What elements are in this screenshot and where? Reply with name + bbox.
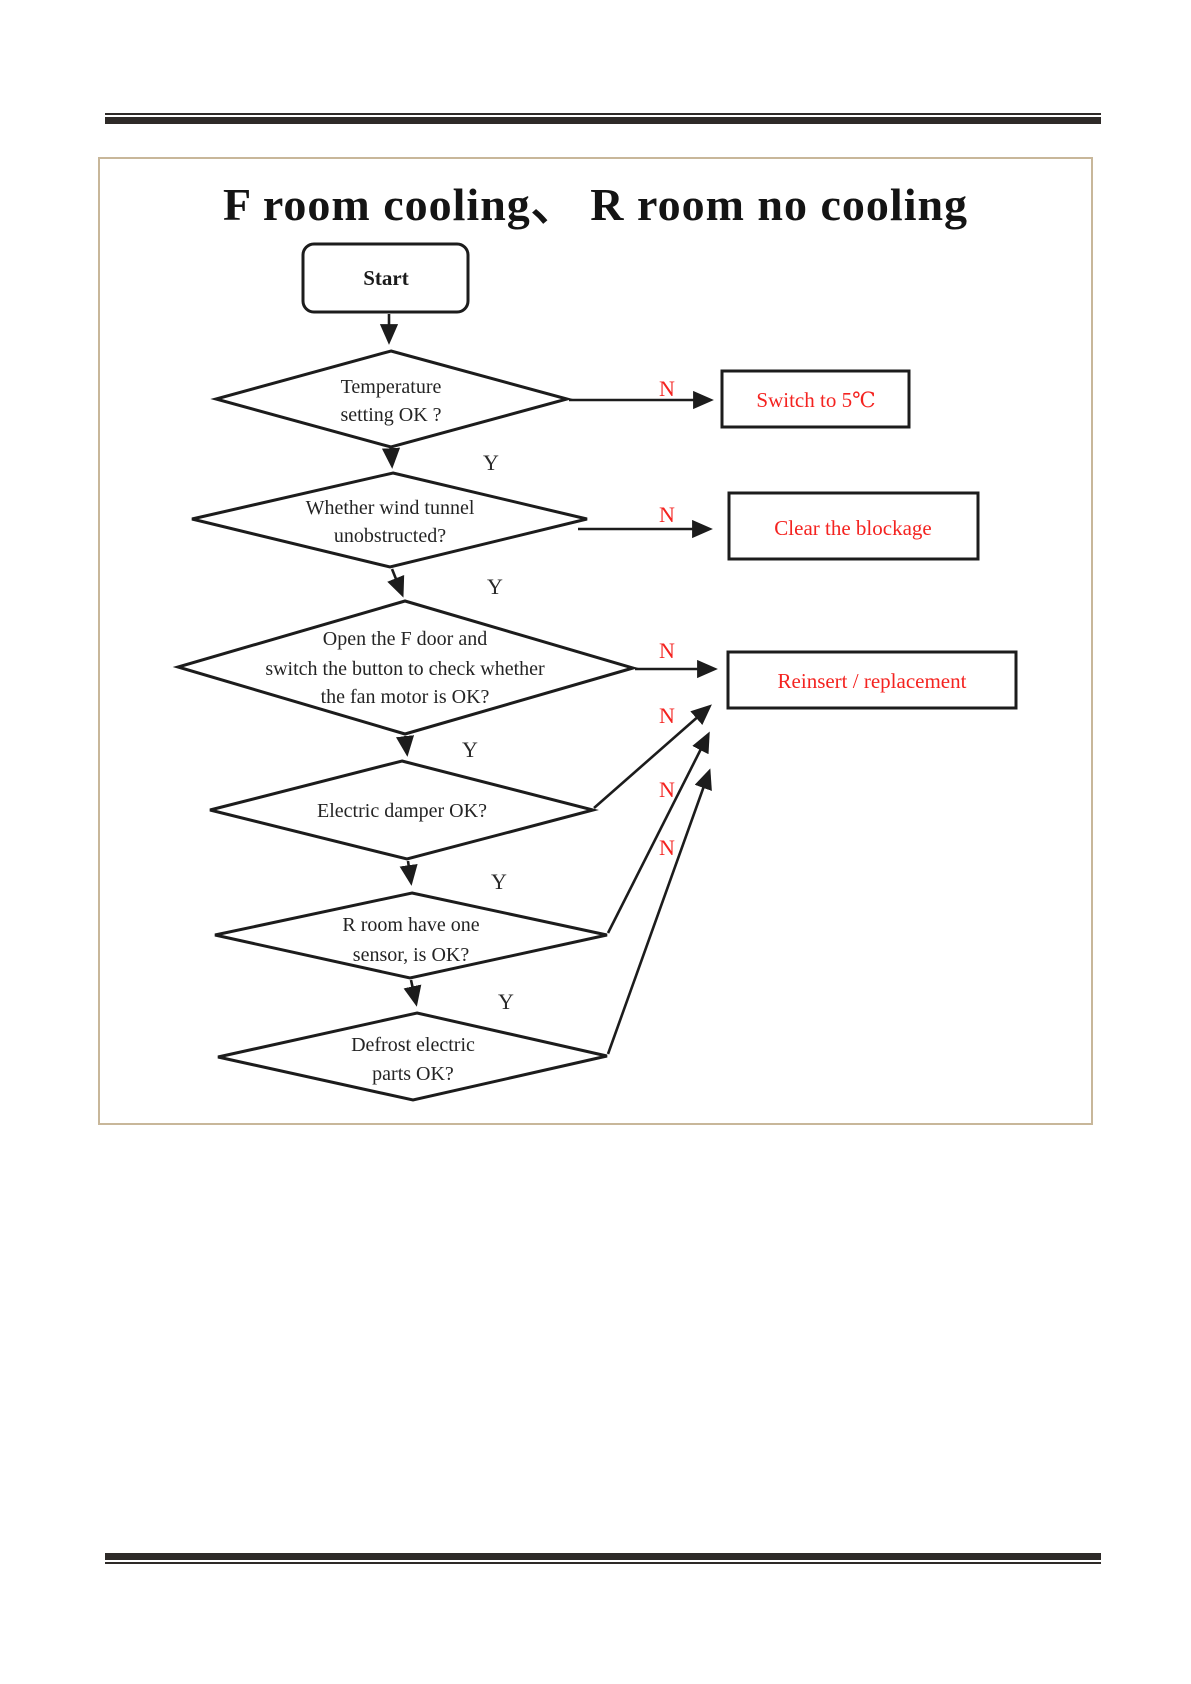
decision-r-room-sensor	[214, 891, 608, 980]
label-no-5: N	[659, 777, 675, 802]
arrow-no-defrost-to-reinsert	[606, 768, 712, 1055]
label-yes-3: Y	[462, 737, 478, 762]
decision-defrost-parts-line1: Defrost electric	[351, 1034, 475, 1056]
arrow-yes-to-fan-motor	[387, 568, 405, 598]
decision-electric-damper-line1: Electric damper OK?	[317, 800, 487, 822]
header-rule-thin	[105, 113, 1101, 115]
label-no-2: N	[659, 502, 675, 527]
decision-temperature-line2: setting OK ?	[340, 404, 441, 426]
decision-defrost-parts	[217, 1011, 608, 1102]
arrow-yes-to-wind-tunnel	[381, 447, 401, 469]
label-no-1: N	[659, 376, 675, 401]
decision-temperature-line1: Temperature	[341, 376, 442, 398]
action-switch-to-5c	[720, 369, 911, 429]
arrow-yes-to-defrost-parts	[403, 979, 422, 1007]
arrow-no-sensor-to-reinsert	[606, 731, 710, 934]
decision-wind-tunnel-line1: Whether wind tunnel	[306, 497, 475, 519]
arrow-yes-to-r-room-sensor	[399, 860, 418, 886]
action-clear-blockage-label: Clear the blockage	[774, 516, 931, 540]
footer-rule-thin	[105, 1562, 1101, 1564]
decision-fan-motor-line2: switch the button to check whether	[265, 658, 545, 680]
action-switch-to-5c-label: Switch to 5℃	[756, 388, 875, 412]
decision-fan-motor-line1: Open the F door and	[323, 628, 487, 650]
action-reinsert-replacement-label: Reinsert / replacement	[778, 669, 967, 693]
label-no-6: N	[659, 835, 675, 860]
label-yes-1: Y	[483, 450, 499, 475]
label-yes-5: Y	[498, 989, 514, 1014]
header-rule-thick	[105, 117, 1101, 124]
action-reinsert-replacement	[726, 650, 1018, 710]
decision-r-room-sensor-line2: sensor, is OK?	[353, 944, 470, 966]
decision-electric-damper	[209, 759, 599, 861]
arrow-no-damper-to-reinsert	[593, 704, 712, 809]
page-title: F room cooling、 R room no cooling	[222, 179, 969, 230]
decision-fan-motor-line3: the fan motor is OK?	[321, 686, 490, 708]
arrow-yes-to-electric-damper	[395, 735, 415, 757]
start-node	[301, 242, 470, 314]
decision-fan-motor	[172, 599, 639, 736]
decision-defrost-parts-line2: parts OK?	[372, 1063, 454, 1085]
label-no-3: N	[659, 638, 675, 663]
label-yes-4: Y	[491, 869, 507, 894]
decision-wind-tunnel-line2: unobstructed?	[334, 525, 446, 547]
decision-wind-tunnel	[191, 471, 588, 569]
footer-rule-thick	[105, 1553, 1101, 1560]
action-clear-blockage	[727, 491, 980, 561]
start-node-label: Start	[363, 266, 409, 290]
label-no-4: N	[659, 703, 675, 728]
decision-r-room-sensor-line1: R room have one	[342, 914, 479, 936]
decision-temperature-setting	[210, 349, 573, 449]
label-yes-2: Y	[487, 574, 503, 599]
